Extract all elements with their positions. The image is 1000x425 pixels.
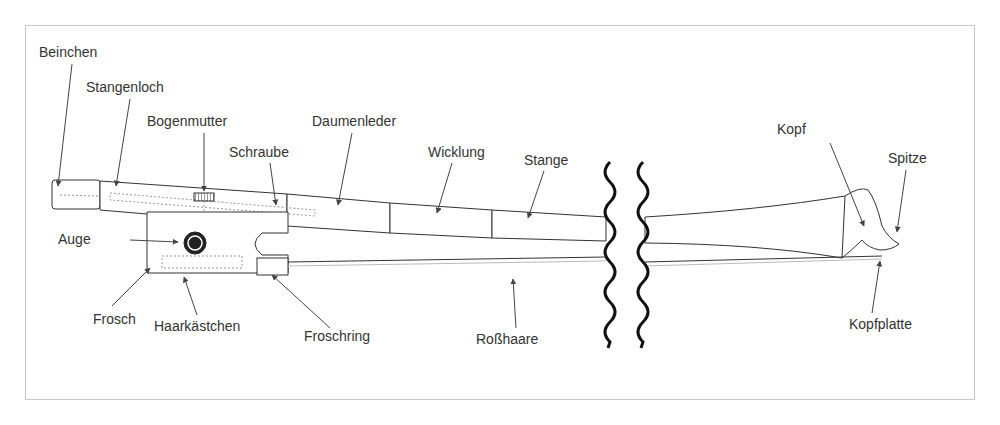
eyelet: [194, 193, 214, 201]
hair-box: [162, 256, 242, 268]
frame: [26, 26, 975, 400]
part-label: Stange: [523, 152, 569, 169]
part-label: Daumenleder: [311, 113, 397, 130]
part-label: Bogenmutter: [146, 113, 228, 130]
bow-drawing: [52, 162, 899, 348]
stick: [492, 210, 606, 241]
leader-lines: [58, 64, 906, 328]
button: [52, 180, 100, 209]
part-label: Stangenloch: [85, 79, 165, 96]
part-label: Froschring: [303, 328, 371, 345]
part-label: Frosch: [92, 311, 137, 328]
part-label: Spitze: [887, 150, 928, 167]
break-mark: [638, 162, 648, 348]
winding: [390, 203, 492, 238]
part-label: Schraube: [228, 144, 290, 161]
part-label: Kopfplatte: [848, 316, 913, 333]
part-label: Kopf: [776, 121, 807, 138]
stick-head: [645, 189, 899, 258]
hair: [645, 256, 882, 262]
part-label: Beinchen: [38, 44, 98, 61]
break-mark: [605, 162, 615, 348]
part-label: Roßhaare: [475, 331, 539, 348]
eye: [184, 232, 206, 254]
part-label: Wicklung: [427, 144, 486, 161]
ferrule: [257, 258, 288, 275]
part-label: Auge: [57, 231, 92, 248]
part-label: Haarkästchen: [153, 318, 241, 335]
